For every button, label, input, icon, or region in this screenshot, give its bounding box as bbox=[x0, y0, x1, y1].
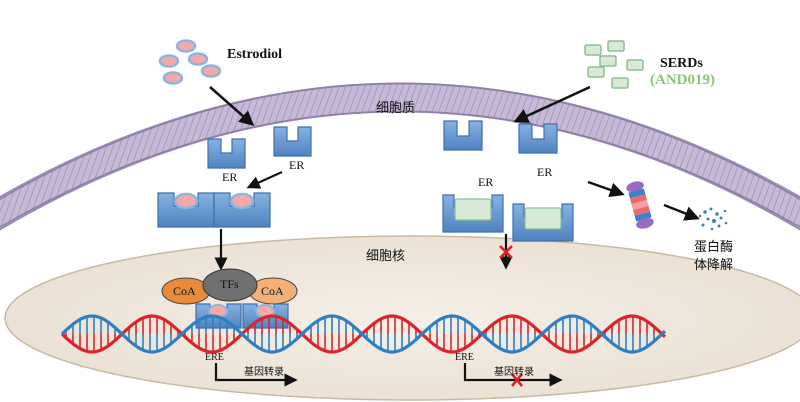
er-receptor-right-1 bbox=[443, 120, 483, 151]
tfs-label: TFs bbox=[220, 277, 239, 291]
dna-double-helix bbox=[60, 314, 667, 354]
transcription-label-left: 基因转录 bbox=[244, 367, 284, 378]
er-label-right-a: ER bbox=[478, 175, 494, 189]
serd-entry-arrow bbox=[513, 85, 591, 123]
estrodiol-label: Estrodiol bbox=[227, 47, 282, 62]
degradation-arrow-1 bbox=[587, 180, 625, 198]
er-receptor-left-1 bbox=[207, 138, 246, 169]
serd-molecules bbox=[584, 40, 644, 89]
transcription-arrow-left bbox=[214, 363, 298, 387]
degraded-peptides-icon bbox=[698, 207, 728, 231]
estradiol-entry-arrow bbox=[209, 86, 255, 126]
er-receptor-right-2 bbox=[518, 123, 558, 154]
coa-left-label: CoA bbox=[173, 284, 196, 298]
proteasome-label-line2: 体降解 bbox=[694, 258, 734, 273]
proteasome-icon bbox=[626, 181, 654, 229]
er-label-right-b: ER bbox=[537, 165, 553, 179]
er-serd-complex-1 bbox=[442, 194, 504, 233]
estradiol-molecules bbox=[158, 39, 222, 85]
and019-label: (AND019) bbox=[650, 72, 715, 88]
cytoplasm-label: 细胞质 bbox=[376, 101, 416, 116]
ere-label-left: ERE bbox=[205, 352, 224, 363]
transcription-block-x-icon bbox=[511, 373, 523, 387]
serds-label: SERDs bbox=[660, 56, 703, 71]
dna-strand-red bbox=[60, 314, 667, 354]
dimerization-arrow bbox=[246, 170, 283, 189]
transcription-arrow-right bbox=[463, 363, 563, 387]
er-serd-complex-2 bbox=[512, 203, 574, 242]
er-label-left-top: ER bbox=[289, 158, 305, 172]
cell-membrane bbox=[0, 82, 800, 231]
tfs-shape bbox=[202, 268, 258, 302]
block-x-icon bbox=[499, 245, 513, 259]
er-receptor-left-2 bbox=[273, 126, 312, 157]
dna-strand-blue bbox=[60, 314, 667, 354]
ere-label-right: ERE bbox=[455, 352, 474, 363]
er-label-left-bottom: ER bbox=[222, 170, 238, 184]
nucleus-label: 细胞核 bbox=[366, 249, 406, 264]
degradation-arrow-2 bbox=[663, 203, 700, 221]
er-estradiol-dimer bbox=[157, 192, 271, 228]
coa-right-label: CoA bbox=[261, 284, 284, 298]
transcription-label-right: 基因转录 bbox=[494, 367, 534, 378]
proteasome-label-line1: 蛋白酶 bbox=[694, 240, 734, 255]
